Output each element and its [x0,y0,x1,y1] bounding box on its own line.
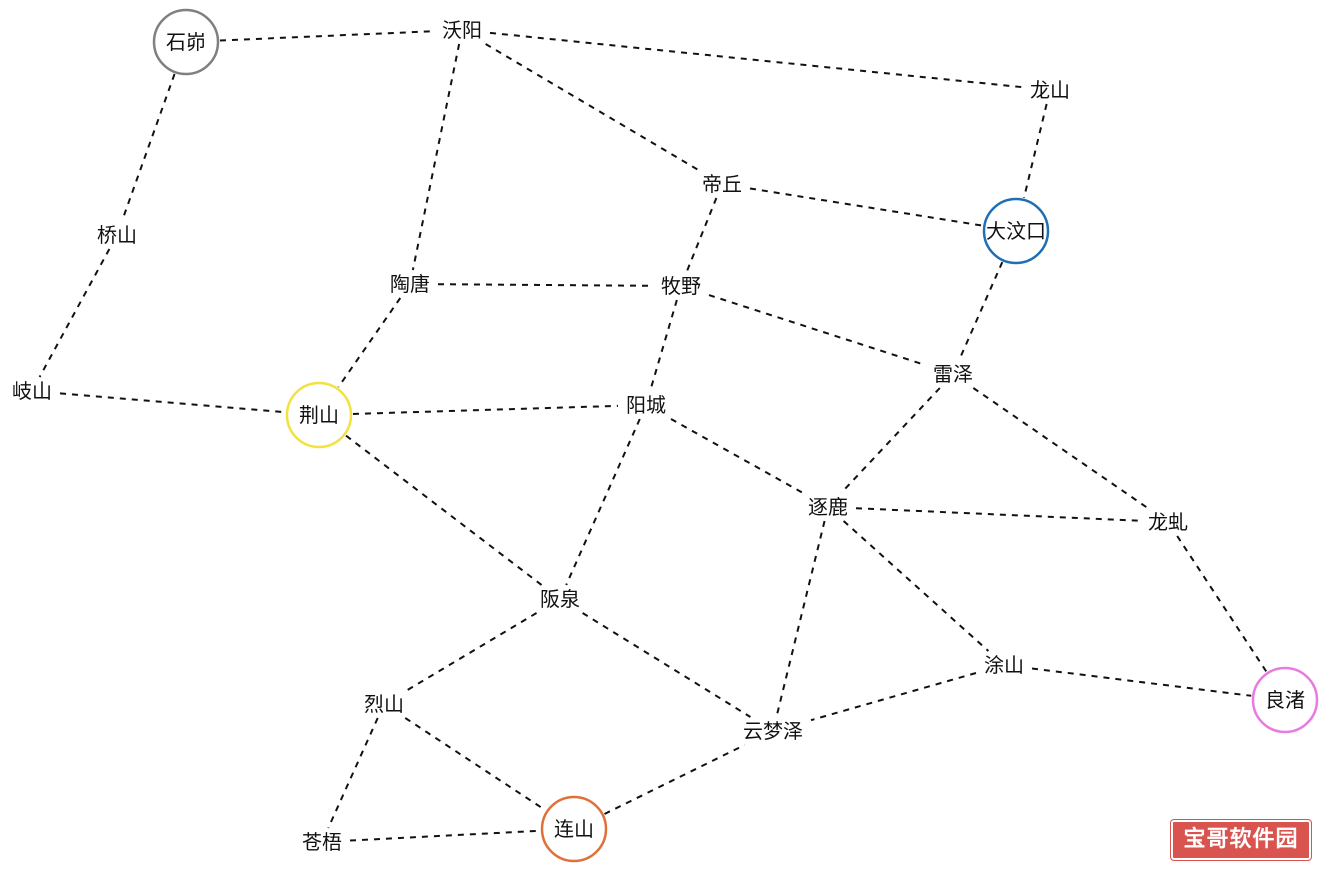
edge-woyang-diqiu [485,43,699,171]
node-banquan: 阪泉 [540,587,580,611]
node-jingshan: 荆山 [285,381,353,449]
edge-banquan-yunmengze [582,612,751,718]
node-yunmengze: 云梦泽 [743,719,803,743]
edge-leize-zhulu [840,387,941,494]
node-label-leize: 雷泽 [933,362,973,386]
edge-muye-yangcheng [649,299,678,392]
watermark-badge: 宝哥软件园 [1171,820,1311,860]
node-ring-dawenkou [982,197,1050,265]
edge-qishan-jingshan [59,392,286,414]
node-muye: 牧野 [661,274,701,298]
node-label-dawenkou: 大汶口 [986,219,1046,243]
edge-tushan-yunmengze [810,672,977,722]
node-longqiu: 龙虬 [1148,510,1188,534]
edge-taotang-jingshan [337,297,402,388]
edge-woyang-taotang [411,43,461,271]
edge-diqiu-muye [685,197,718,273]
node-ring-lianshan [540,795,608,863]
edge-leize-longqiu [972,387,1149,509]
edge-zhulu-yunmengze [775,520,826,718]
edge-dawenkou-leize [958,261,1004,361]
node-label-qiaoshan: 桥山 [97,223,137,247]
node-tushan: 涂山 [984,653,1024,677]
edge-jingshan-yangcheng [352,404,619,415]
node-label-qishan: 岐山 [12,379,52,403]
node-label-yangcheng: 阳城 [626,393,666,417]
node-label-woyang: 沃阳 [442,18,482,42]
node-label-muye: 牧野 [661,274,701,298]
node-label-cangwu: 苍梧 [302,830,342,854]
node-yangcheng: 阳城 [626,393,666,417]
node-label-yunmengze: 云梦泽 [743,719,803,743]
edge-tushan-liangzhu [1031,667,1252,697]
node-ring-jingshan [285,381,353,449]
node-shimao: 石峁 [152,8,220,76]
node-label-tushan: 涂山 [984,653,1024,677]
edge-woyang-longshan [489,31,1023,89]
edge-zhulu-tushan [842,520,990,652]
node-label-diqiu: 帝丘 [702,172,742,196]
node-label-lianshan: 连山 [554,817,594,841]
node-label-lieshan: 烈山 [364,692,404,716]
node-label-longshan: 龙山 [1030,78,1070,102]
edge-taotang-muye [437,283,654,287]
node-label-shimao: 石峁 [166,30,206,54]
node-dawenkou: 大汶口 [982,197,1050,265]
node-label-liangzhu: 良渚 [1265,688,1305,712]
node-longshan: 龙山 [1030,78,1070,102]
node-label-taotang: 陶唐 [390,272,430,296]
node-diqiu: 帝丘 [702,172,742,196]
edge-layer [38,30,1268,842]
edge-qiaoshan-qishan [38,248,111,378]
edge-lieshan-cangwu [327,717,379,829]
node-label-longqiu: 龙虬 [1148,510,1188,534]
node-leize: 雷泽 [933,362,973,386]
node-liangzhu: 良渚 [1251,666,1319,734]
edge-lieshan-lianshan [404,717,547,812]
edge-jingshan-banquan [345,434,543,586]
edge-cangwu-lianshan [349,829,541,842]
edge-banquan-lieshan [406,612,538,691]
node-zhulu: 逐鹿 [808,495,848,519]
edge-lianshan-yunmengze [604,744,746,815]
node-woyang: 沃阳 [442,18,482,42]
edge-muye-leize [708,294,926,366]
edge-shimao-woyang [219,30,435,42]
node-ring-liangzhu [1251,666,1319,734]
node-ring-shimao [152,8,220,76]
edge-longqiu-liangzhu [1176,535,1268,673]
node-lianshan: 连山 [540,795,608,863]
edge-shimao-qiaoshan [121,73,176,222]
node-taotang: 陶唐 [390,272,430,296]
node-label-jingshan: 荆山 [299,403,339,427]
node-label-banquan: 阪泉 [540,587,580,611]
node-qishan: 岐山 [12,379,52,403]
edge-longshan-dawenkou [1022,103,1048,199]
node-label-zhulu: 逐鹿 [808,495,848,519]
edge-yangcheng-zhulu [670,418,804,494]
node-lieshan: 烈山 [364,692,404,716]
edge-diqiu-dawenkou [749,187,983,227]
edge-yangcheng-banquan [565,418,641,586]
edge-zhulu-longqiu [855,507,1141,522]
node-qiaoshan: 桥山 [97,223,137,247]
node-cangwu: 苍梧 [302,830,342,854]
